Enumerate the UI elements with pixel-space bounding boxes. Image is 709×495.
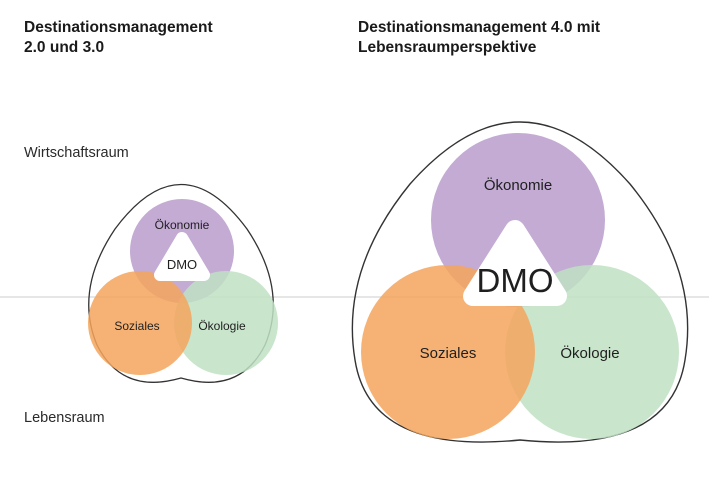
large-outline — [351, 121, 689, 443]
small-ecology-label: Ökologie — [198, 319, 246, 333]
small-social-circle — [88, 271, 192, 375]
small-social-label: Soziales — [114, 319, 159, 333]
large-social-label: Soziales — [420, 345, 477, 362]
large-social-circle — [361, 265, 535, 439]
zone-label-wirtschaftsraum: Wirtschaftsraum — [24, 145, 129, 161]
large-economy-circle — [431, 133, 605, 307]
large-dmo-label: DMO — [477, 262, 554, 299]
large-ecology-label: Ökologie — [560, 344, 619, 362]
heading-right: Destinationsmanagement 4.0 mit Lebensrau… — [358, 18, 688, 58]
heading-left-line2: 2.0 und 3.0 — [24, 39, 105, 56]
small-diagram: DMO Ökonomie Soziales Ökologie — [88, 183, 278, 383]
small-dmo-triangle — [154, 232, 210, 281]
large-ecology-circle — [505, 265, 679, 439]
large-diagram: DMO Ökonomie Soziales Ökologie — [351, 121, 689, 443]
small-economy-label: Ökonomie — [155, 218, 210, 232]
large-dmo-triangle — [463, 220, 567, 306]
small-ecology-circle — [174, 271, 278, 375]
large-economy-label: Ökonomie — [484, 176, 552, 194]
zone-label-lebensraum: Lebensraum — [24, 410, 105, 426]
heading-left-line1: Destinationsmanagement — [24, 19, 213, 36]
heading-right-line1: Destinationsmanagement 4.0 mit — [358, 19, 601, 36]
heading-right-line2: Lebensraumperspektive — [358, 39, 537, 56]
small-dmo-label: DMO — [167, 257, 197, 272]
heading-left: Destinationsmanagement 2.0 und 3.0 — [24, 18, 274, 58]
